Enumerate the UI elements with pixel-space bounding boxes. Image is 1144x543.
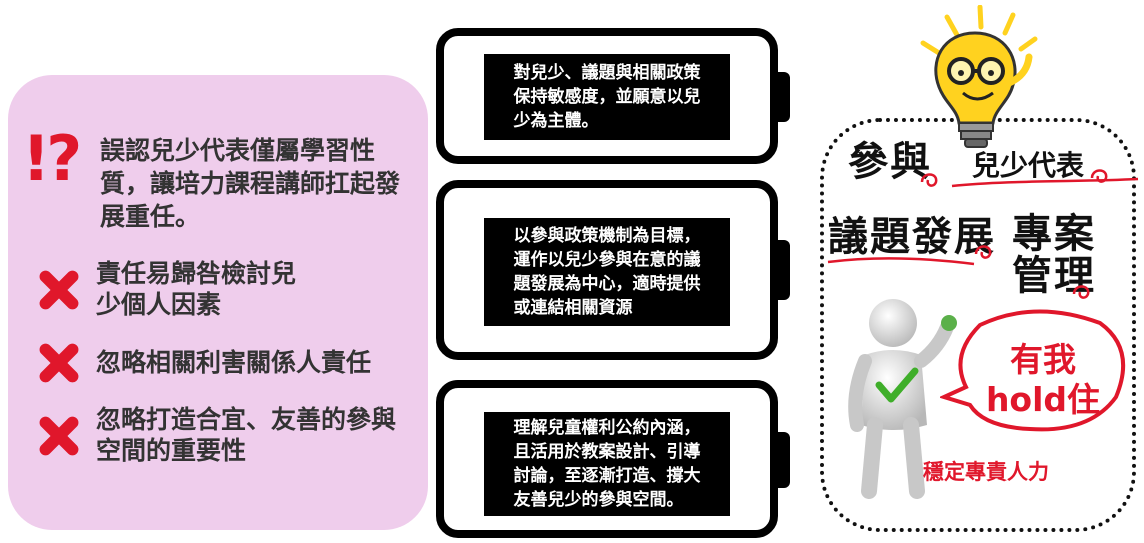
- competency-battery-3: 理解兒童權利公約內涵， 且活用於教案設計、引導 討論，至逐漸打造、撐大 友善兒少…: [436, 380, 790, 538]
- competency-battery-1: 對兒少、議題與相關政策 保持敏感度，並願意以兒 少為主體。: [436, 28, 790, 164]
- speech-bubble: [940, 309, 1126, 432]
- issue-dev-label: 議題發展: [828, 214, 996, 260]
- youth-rep-label: 兒少代表: [972, 149, 1085, 182]
- issue-text-1: 責任易歸咎檢討兒少個人因素: [96, 259, 297, 319]
- misconception-text: 誤認兒少代表僅屬學習性質，讓培力課程講師扛起發展重任。: [100, 136, 401, 231]
- underline-mark: [827, 257, 975, 266]
- person-figure-icon: [848, 299, 957, 499]
- battery-cap: [776, 432, 790, 488]
- cross-icon: [30, 407, 86, 463]
- swirl-mark: [1072, 285, 1090, 299]
- staff-label: 穩定專責人力: [923, 460, 1049, 484]
- bubble-line-2: hold住: [985, 380, 1101, 419]
- battery-cap: [776, 72, 790, 122]
- issue-text-2: 忽略相關利害關係人責任: [96, 347, 372, 377]
- cross-icon: [30, 261, 86, 317]
- bubble-line-1: 有我: [1010, 340, 1076, 379]
- issue-row-2: 忽略相關利害關係人責任: [30, 334, 416, 390]
- swirl-mark: [920, 173, 938, 187]
- cross-icon: [30, 334, 86, 390]
- project-label-1: 專案: [1012, 211, 1096, 257]
- participation-label: 參與: [848, 139, 932, 185]
- competency-text-1: 對兒少、議題與相關政策 保持敏感度，並願意以兒 少為主體。: [513, 63, 701, 131]
- competency-text-2: 以參與政策機制為目標， 運作以兒少參與在意的議 題發展為中心，適時提供 或連結相…: [513, 226, 701, 318]
- misconception-row: !? 誤認兒少代表僅屬學習性質，讓培力課程講師扛起發展重任。: [22, 128, 400, 233]
- competency-text-3: 理解兒童權利公約內涵， 且活用於教案設計、引導 討論，至逐漸打造、撐大 友善兒少…: [513, 418, 701, 510]
- issue-row-1: 責任易歸咎檢討兒少個人因素: [30, 258, 320, 320]
- battery-fill: 以參與政策機制為目標， 運作以兒少參與在意的議 題發展為中心，適時提供 或連結相…: [484, 218, 730, 326]
- battery-cap: [776, 240, 790, 300]
- issue-text-3: 忽略打造合宜、友善的參與空間的重要性: [96, 405, 397, 465]
- exclamation-question-icon: !?: [22, 122, 82, 195]
- battery-fill: 理解兒童權利公約內涵， 且活用於教案設計、引導 討論，至逐漸打造、撐大 友善兒少…: [484, 412, 730, 516]
- bubble-text: 有我 hold住: [978, 340, 1108, 420]
- competency-battery-2: 以參與政策機制為目標， 運作以兒少參與在意的議 題發展為中心，適時提供 或連結相…: [436, 180, 790, 360]
- underline-mark: [951, 177, 1139, 188]
- project-label-2: 管理: [1012, 253, 1096, 299]
- issue-row-3: 忽略打造合宜、友善的參與空間的重要性: [30, 404, 396, 466]
- battery-fill: 對兒少、議題與相關政策 保持敏感度，並願意以兒 少為主體。: [484, 54, 730, 140]
- lightbulb-icon: [920, 5, 1038, 148]
- swirl-mark: [974, 245, 992, 259]
